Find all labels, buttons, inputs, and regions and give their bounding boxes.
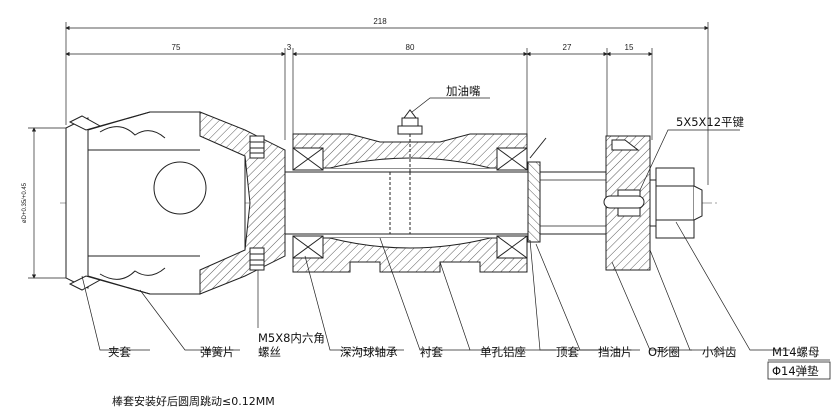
- dim-overall: 218: [373, 17, 387, 26]
- dim-segment-4: 27: [563, 43, 572, 52]
- hex-screw-part: [249, 135, 265, 271]
- bearing-part: [292, 147, 528, 259]
- label-o-ring: O形圈: [648, 345, 680, 359]
- runout-note: 棒套安装好后圆周跳动≤0.12MM: [112, 394, 275, 408]
- dim-segment-3: 80: [406, 43, 415, 52]
- dim-segment-2: 3: [287, 43, 292, 52]
- nut-label-box: [767, 359, 831, 380]
- dim-segment-1: 75: [172, 43, 181, 52]
- key-part: [603, 195, 645, 209]
- threaded-rod-part: [540, 179, 606, 227]
- label-key: 5X5X12平键: [676, 115, 745, 129]
- label-spring-leaf: 弹簧片: [200, 345, 235, 359]
- label-oil-nipple: 加油嘴: [446, 84, 481, 98]
- nut-part: [649, 167, 703, 239]
- leader-lines: [81, 97, 790, 351]
- label-clamp-sleeve: 夹套: [108, 345, 131, 359]
- label-aluminum-seat: 单孔铝座: [480, 345, 526, 359]
- top-sleeve-part: [527, 137, 547, 243]
- dim-diameter: øD+0.35/+0.45: [22, 182, 28, 223]
- label-top-sleeve: 顶套: [556, 345, 579, 359]
- label-bearing: 深沟球轴承: [340, 345, 398, 359]
- oil-nipple-part: [397, 109, 423, 172]
- label-bevel-gear: 小斜齿: [702, 345, 737, 359]
- label-washer: Φ14弹垫: [772, 364, 819, 378]
- label-screw-line2: 螺丝: [258, 345, 281, 359]
- label-oil-shield: 挡油片: [598, 345, 633, 359]
- spring-clip-part: [68, 111, 151, 295]
- dim-segment-5: 15: [625, 43, 634, 52]
- label-screw-line1: M5X8内六角: [258, 331, 325, 345]
- shaft-part: [284, 171, 621, 235]
- label-nut: M14螺母: [772, 345, 820, 359]
- label-bushing: 衬套: [420, 345, 443, 359]
